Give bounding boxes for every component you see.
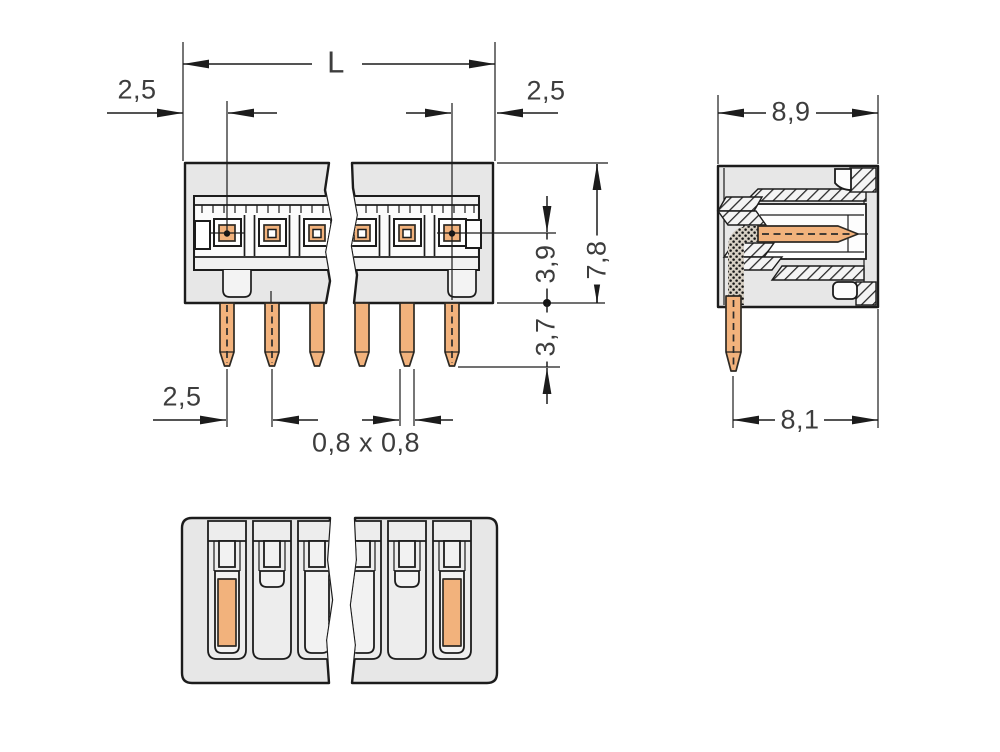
side-view xyxy=(716,164,880,372)
dim-label-pitch-bottom: 2,5 xyxy=(162,381,202,412)
dim-label-height-total: 7,8 xyxy=(582,235,612,285)
front-left-foot xyxy=(222,270,252,298)
side-hatch-bottom-band xyxy=(770,265,865,281)
bottom-view xyxy=(180,516,499,685)
tick-row-left xyxy=(201,205,324,213)
side-hatch-top-corner xyxy=(849,167,877,193)
side-hatch-bottom-corner xyxy=(855,281,877,306)
side-bent-contact xyxy=(728,226,760,305)
front-right-internals xyxy=(352,195,482,298)
front-right-latch xyxy=(465,219,482,249)
dim-label-pin-cross-section: 0,8 x 0,8 xyxy=(311,427,421,458)
bottom-pin-1 xyxy=(217,578,237,647)
dim-label-pin-length: 3,7 xyxy=(531,312,561,362)
dim-label-length: L xyxy=(327,44,345,80)
dim-label-pitch-top-right: 2,5 xyxy=(526,75,566,106)
dim-label-pitch-top-left: 2,5 xyxy=(117,74,157,105)
front-left-latch xyxy=(194,220,211,250)
bottom-pin-6 xyxy=(442,578,462,647)
dim-label-side-width-top: 8,9 xyxy=(771,96,811,127)
front-right-foot xyxy=(447,270,477,298)
bottom-left-slots xyxy=(207,520,332,660)
side-hatch-top-band xyxy=(744,188,867,202)
bottom-right-slots xyxy=(351,520,472,660)
front-view xyxy=(183,161,495,367)
front-solder-pins xyxy=(219,302,460,367)
dim-label-side-width-bottom: 8,1 xyxy=(780,404,820,435)
dimension-linework xyxy=(107,42,879,428)
dim-label-height-upper: 3,9 xyxy=(531,239,561,289)
